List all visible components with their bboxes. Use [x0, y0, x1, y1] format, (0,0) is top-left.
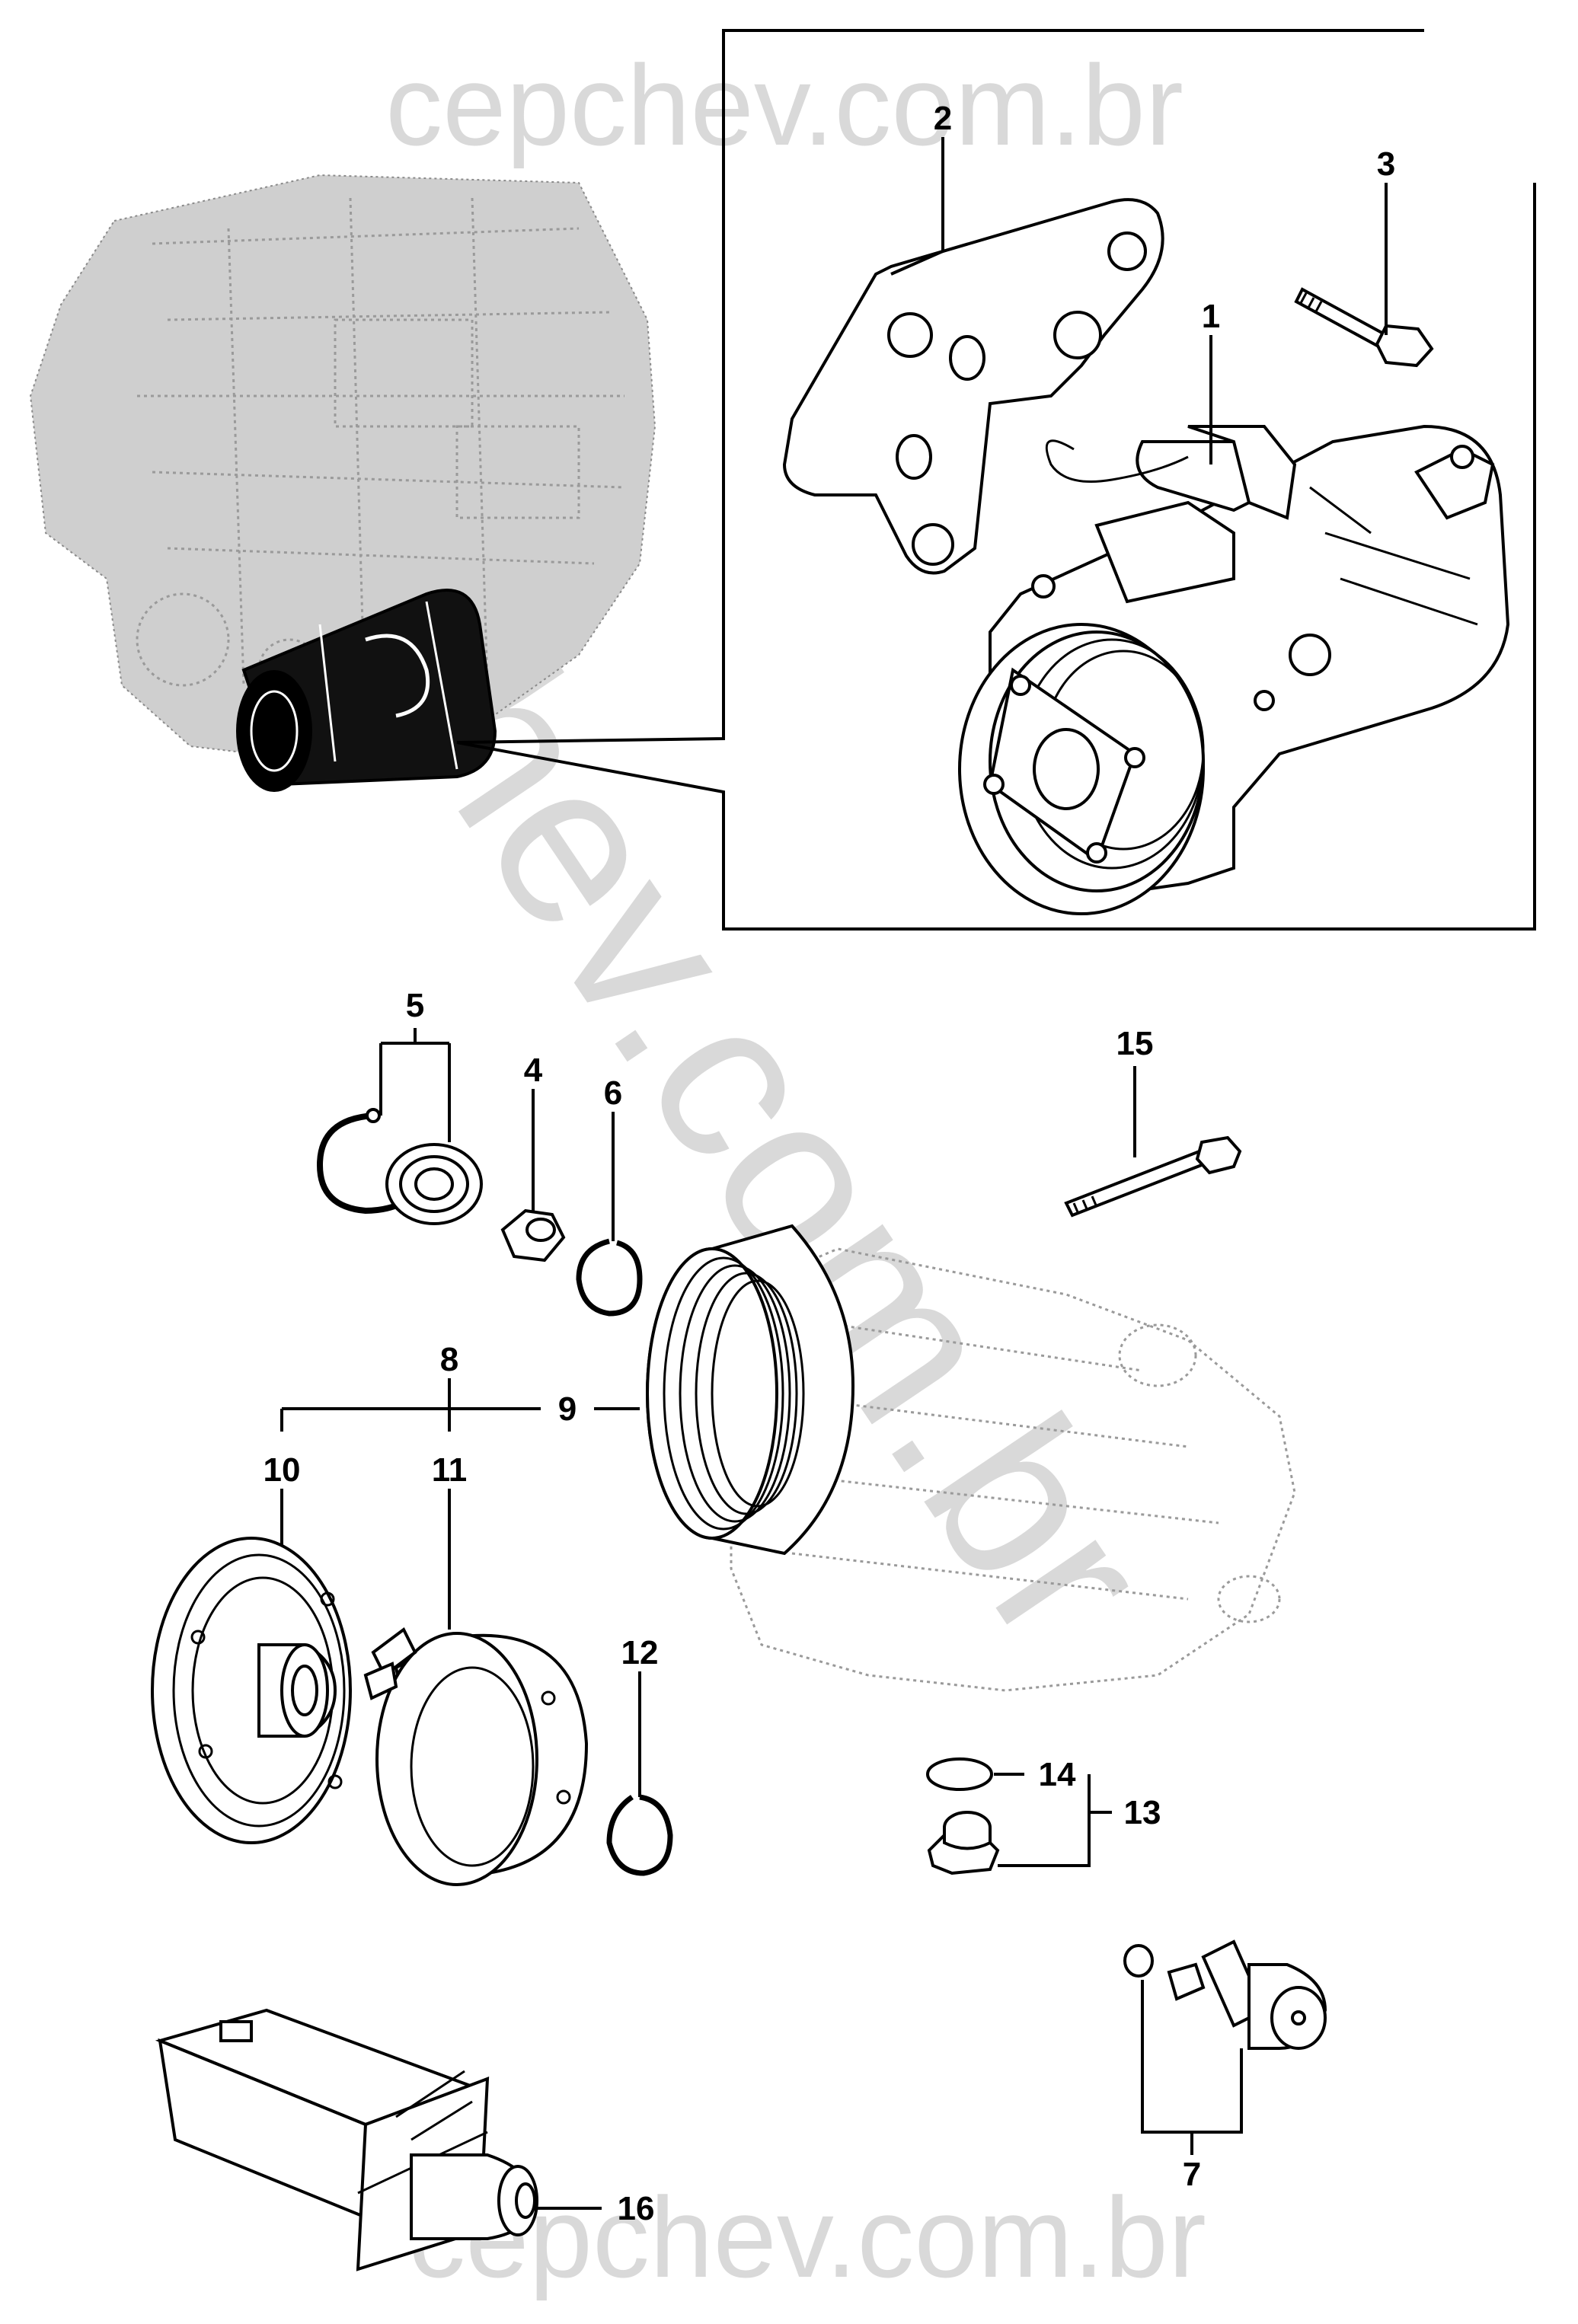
detail-leader-lower [456, 183, 1536, 931]
compressor-bracket [782, 198, 1164, 575]
leader-lines [280, 137, 1388, 2210]
callout-3: 3 [1377, 145, 1395, 183]
relief-valve-plug [927, 1811, 1000, 1875]
repair-kit-box [155, 2008, 538, 2271]
callout-4: 4 [524, 1052, 543, 1089]
shaft-nut [500, 1208, 566, 1263]
callout-2: 2 [934, 100, 952, 137]
callout-8: 8 [440, 1341, 458, 1378]
field-coil [363, 1626, 589, 1886]
bracket-bolt [1294, 287, 1434, 368]
engine-overview [29, 174, 656, 763]
highlighted-compressor [236, 589, 497, 792]
clutch-hub [151, 1537, 352, 1844]
detail-leader [456, 29, 1424, 744]
callout-13: 13 [1124, 1794, 1161, 1831]
pressure-switch [1167, 1939, 1327, 2050]
callout-14: 14 [1039, 1756, 1076, 1793]
callout-9: 9 [558, 1390, 577, 1428]
callout-10: 10 [264, 1451, 301, 1489]
callout-5: 5 [406, 987, 424, 1024]
callout-12: 12 [621, 1634, 659, 1671]
callout-6: 6 [604, 1074, 622, 1112]
watermark-bottom: cepchev.com.br [408, 2173, 1206, 2301]
callouts: 1 2 3 4 5 6 7 8 9 10 11 12 13 14 15 16 [264, 100, 1396, 2227]
callout-7: 7 [1183, 2156, 1201, 2193]
mounting-bolt [1064, 1135, 1242, 1218]
pulley [646, 1224, 855, 1556]
compressor-assembly [958, 424, 1510, 915]
shaft-seal [385, 1143, 483, 1225]
pulley-snap-ring [576, 1238, 643, 1317]
callout-1: 1 [1202, 298, 1220, 335]
pressure-switch-o-ring [1123, 1944, 1154, 1978]
watermark-top: cepchev.com.br [385, 41, 1184, 169]
callout-16: 16 [618, 2190, 655, 2227]
compressor-ghost [730, 1247, 1296, 1692]
relief-valve-o-ring [926, 1757, 993, 1791]
callout-15: 15 [1116, 1025, 1154, 1062]
coil-snap-ring [606, 1794, 673, 1876]
callout-11: 11 [432, 1451, 468, 1489]
